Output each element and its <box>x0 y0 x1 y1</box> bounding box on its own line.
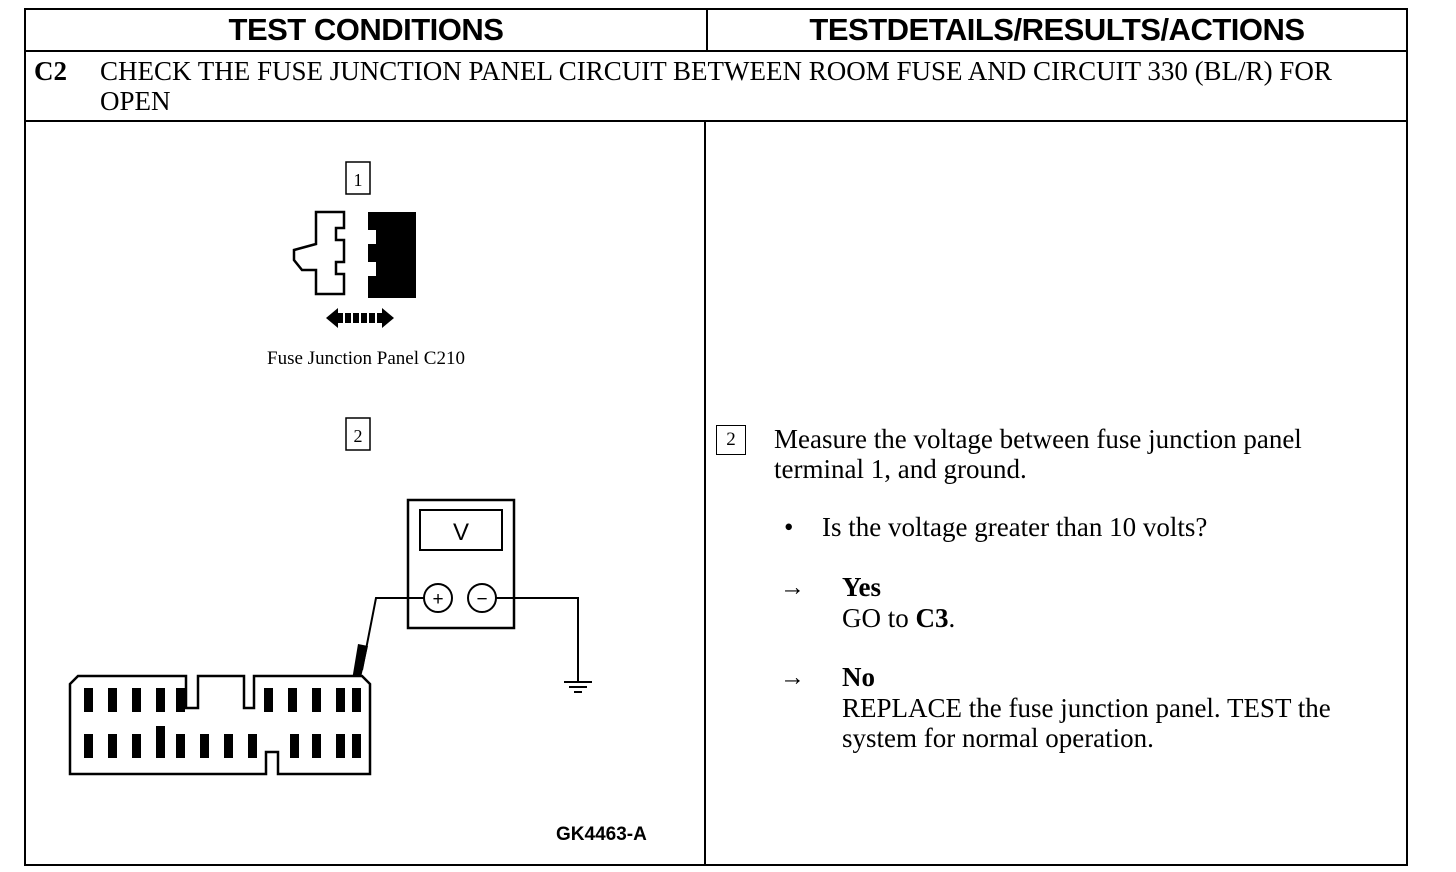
connector-female-half <box>368 212 416 298</box>
step-id: C2 <box>34 56 67 86</box>
arrow-left-head <box>326 308 338 328</box>
voltmeter-display <box>419 509 503 551</box>
no-label: No <box>842 662 875 692</box>
measurement-instruction: Measure the voltage between fuse junctio… <box>774 424 1302 484</box>
step2-number: 2 <box>354 426 363 446</box>
probe-tip <box>352 644 368 682</box>
yes-action-prefix: GO to <box>842 603 916 633</box>
header-divider <box>26 50 1406 52</box>
figure-code: GK4463-A <box>556 824 647 845</box>
test-details-header: TESTDETAILS/RESULTS/ACTIONS <box>809 12 1305 47</box>
positive-symbol: + <box>432 589 443 610</box>
step-title: CHECK THE FUSE JUNCTION PANEL CIRCUIT BE… <box>100 56 1332 116</box>
step2-number-box <box>345 417 371 451</box>
test-conditions-diagram: 1 2 V + − <box>26 122 706 866</box>
test-conditions-header: TEST CONDITIONS <box>228 12 504 47</box>
yes-action-suffix: . <box>948 603 956 633</box>
title-divider <box>26 120 1406 122</box>
voltmeter-reading: V <box>453 519 469 546</box>
yes-action: GO to C3. <box>842 603 1398 633</box>
diagnostic-table: TEST CONDITIONS TESTDETAILS/RESULTS/ACTI… <box>24 8 1408 866</box>
negative-symbol: − <box>476 589 487 610</box>
yes-arrow: → <box>780 574 805 601</box>
header-column-divider <box>706 10 708 50</box>
step1-number: 1 <box>354 170 363 190</box>
connector-terminals-top <box>84 688 361 712</box>
test-details-column: 2 Measure the voltage between fuse junct… <box>708 122 1406 866</box>
voltage-question: Is the voltage greater than 10 volts? <box>822 512 1208 542</box>
body-column-divider <box>704 122 706 866</box>
no-arrow: → <box>780 664 805 691</box>
details-step-number: 2 <box>716 425 746 455</box>
negative-lead <box>496 597 579 682</box>
no-action: REPLACE the fuse junction panel. TEST th… <box>842 693 1331 753</box>
yes-action-target: C3 <box>915 603 949 633</box>
step1-number-box <box>345 161 371 195</box>
connector-terminals-bottom <box>84 726 361 758</box>
fuse-panel-caption: Fuse Junction Panel C210 <box>267 348 465 369</box>
arrow-right-head <box>382 308 394 328</box>
diagram-drawing: 1 2 V + − <box>68 161 592 776</box>
question-bullet: • <box>784 512 794 542</box>
yes-label: Yes <box>842 572 881 602</box>
connector-male-half <box>292 210 346 296</box>
